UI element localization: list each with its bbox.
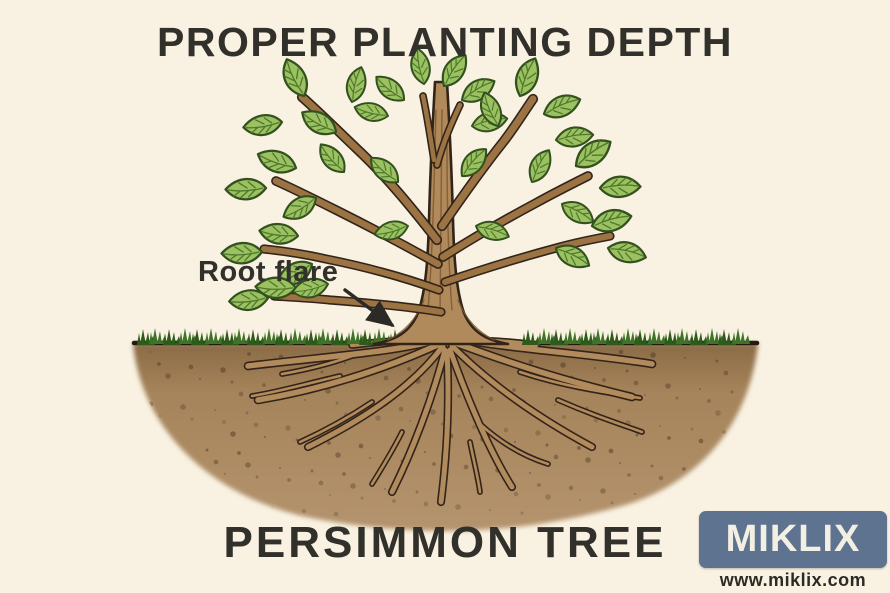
root-flare-arrow: [343, 288, 395, 328]
species-title: PERSIMMON TREE: [223, 518, 667, 567]
brand-name: MIKLIX: [725, 518, 861, 560]
brand-url: www.miklix.com: [719, 570, 867, 590]
page-title: PROPER PLANTING DEPTH: [157, 19, 733, 65]
brand-badge: MIKLIX: [699, 511, 887, 568]
root-flare-label: Root flare: [198, 256, 339, 288]
brand-logo: MIKLIX www.miklix.com: [699, 511, 887, 591]
bark-texture: [387, 109, 495, 341]
